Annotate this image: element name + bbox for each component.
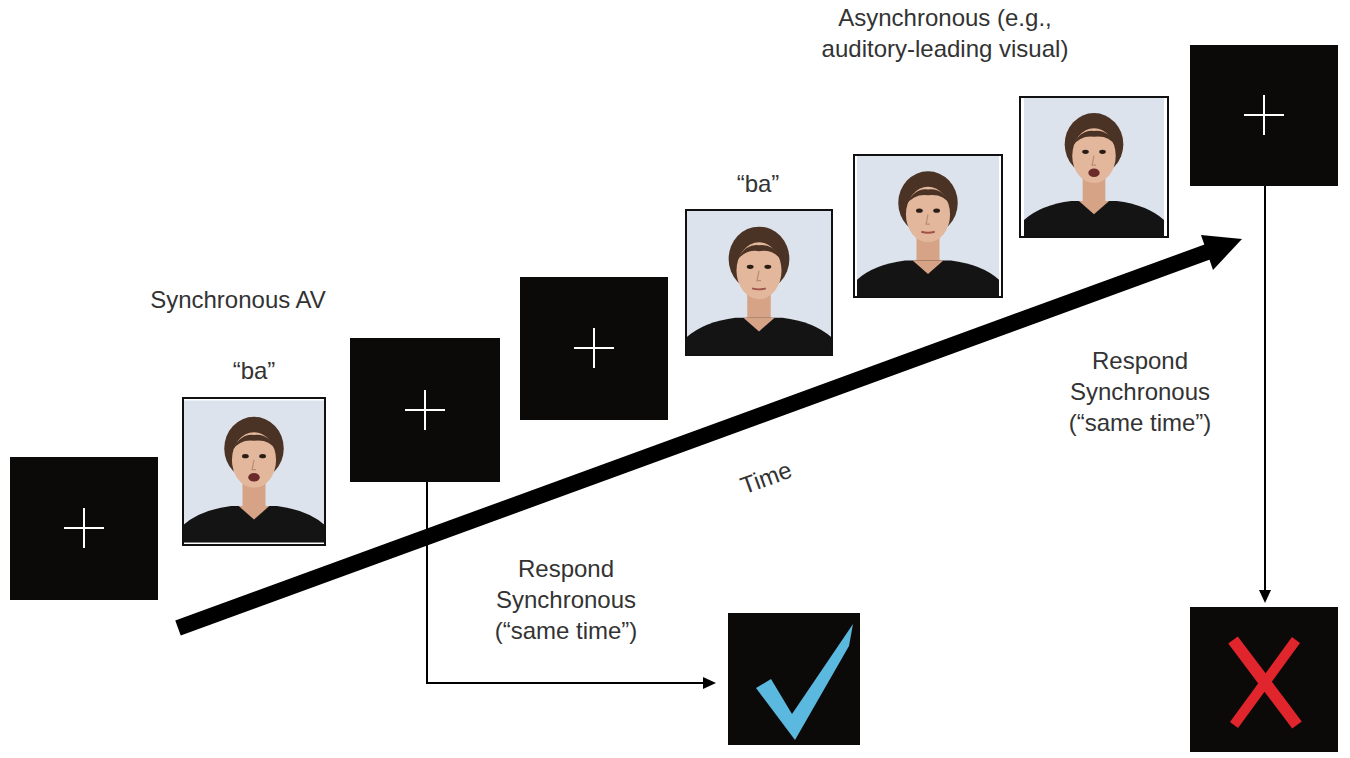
incorrect-feedback [1190,607,1338,752]
face-frame [183,398,325,545]
fixation-screen [1190,45,1338,186]
condition-label: Asynchronous (e.g., auditory-leading vis… [790,2,1100,64]
label-slot: Synchronous AV [118,284,358,315]
correct-feedback [728,613,860,745]
response-label: Respond Synchronous (“same time”) [476,553,656,647]
label-slot: Time [714,446,819,510]
response-label: Respond Synchronous (“same time”) [1050,345,1230,439]
fixation-screen [350,338,500,482]
response-arrow [1259,186,1271,603]
face-frame [686,210,832,355]
condition-label: Synchronous AV [118,284,358,315]
response-arrow [427,482,716,689]
time-arrow [178,235,1242,628]
axis-label: Time [714,446,819,510]
label-slot: Respond Synchronous (“same time”) [1050,345,1230,439]
label-slot: “ba” [713,168,803,199]
label-slot: Asynchronous (e.g., auditory-leading vis… [790,2,1100,64]
label-slot: Respond Synchronous (“same time”) [476,553,656,647]
label-slot: “ba” [209,355,299,386]
fixation-screen [520,277,668,420]
fixation-screen [10,457,158,600]
face-frame [1020,97,1168,237]
syllable-label: “ba” [209,355,299,386]
face-frame [854,155,1002,297]
syllable-label: “ba” [713,168,803,199]
